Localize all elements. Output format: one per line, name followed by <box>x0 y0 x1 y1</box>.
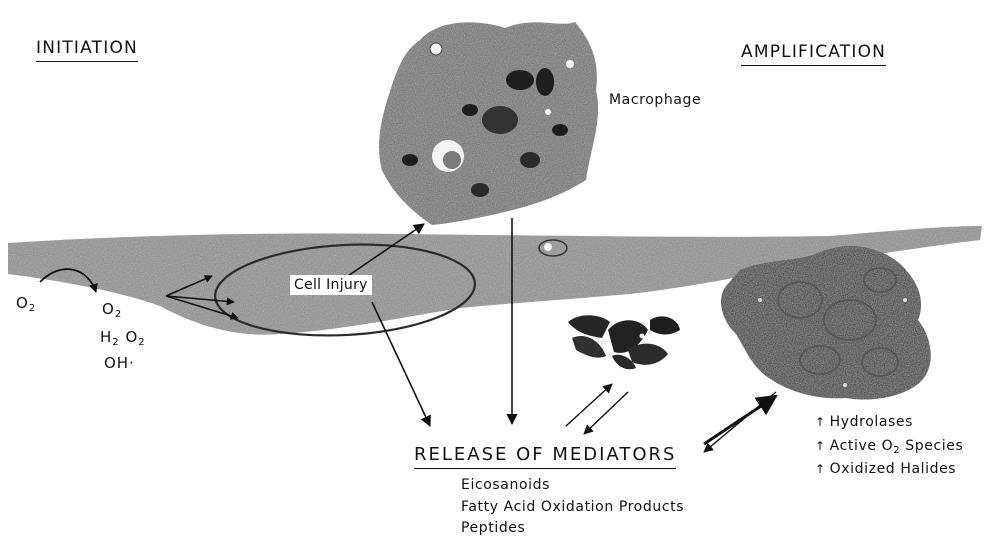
large-dark-cell <box>721 246 931 399</box>
dark-cell-cluster <box>568 315 680 369</box>
increase-item: ↑Hydrolases <box>815 415 913 429</box>
hydroxyl-label: OH· <box>104 356 135 371</box>
increase-item: ↑Active O2 Species <box>815 439 963 456</box>
amplification-heading: AMPLIFICATION <box>741 44 886 66</box>
mediator-item: Peptides <box>461 521 525 535</box>
increase-item: ↑Oxidized Halides <box>815 462 956 476</box>
up-arrow-icon: ↑ <box>815 462 826 476</box>
up-arrow-icon: ↑ <box>815 439 826 453</box>
release-of-mediators-label: RELEASE OF MEDIATORS <box>414 446 676 469</box>
o2-left-label: O2 <box>16 296 36 314</box>
o2-right-label: O2 <box>102 302 122 320</box>
h2o2-label: H2 O2 <box>100 330 146 348</box>
mediator-item: Fatty Acid Oxidation Products <box>461 500 684 514</box>
cell-injury-label: Cell Injury <box>290 275 372 295</box>
mediator-item: Eicosanoids <box>461 478 550 492</box>
initiation-heading: INITIATION <box>36 40 138 62</box>
macrophage-label: Macrophage <box>609 93 701 107</box>
up-arrow-icon: ↑ <box>815 415 826 429</box>
